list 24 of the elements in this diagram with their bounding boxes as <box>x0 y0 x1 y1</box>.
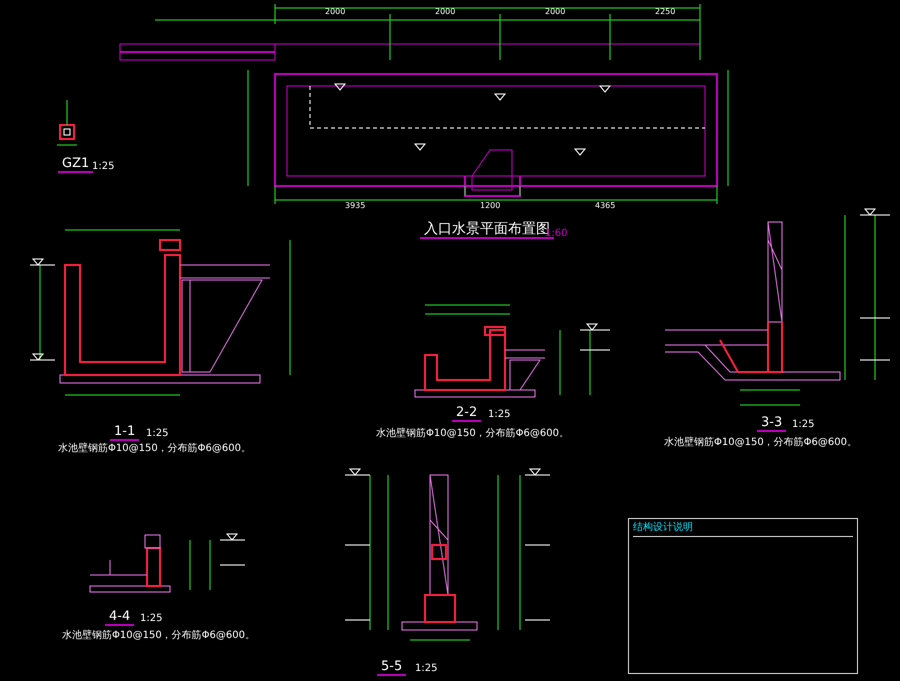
dimension-value: 1200 <box>480 202 500 211</box>
scale-label: 1:25 <box>488 409 510 420</box>
view-title: 1-1 <box>110 425 140 442</box>
view-title: 2-2 <box>452 406 482 422</box>
view-title: GZ1 <box>58 157 94 174</box>
scale-label: 1:25 <box>415 663 438 674</box>
dimension-value: 2000 <box>325 8 346 17</box>
notes-heading: 结构设计说明 <box>633 522 853 537</box>
scale-label: 1:25 <box>146 428 168 439</box>
reinforcement-note: 水池壁钢筋Φ10@150，分布筋Φ6@600。 <box>62 630 256 641</box>
reinforcement-note: 水池壁钢筋Φ10@150，分布筋Φ6@600。 <box>664 437 858 448</box>
view-title: 3-3 <box>757 416 786 432</box>
dimension-value: 2000 <box>435 8 456 17</box>
scale-label: 1:25 <box>792 419 814 430</box>
scale-label: 1:25 <box>140 613 162 624</box>
view-title: 4-4 <box>105 610 134 626</box>
dimension-value: 3935 <box>345 202 366 211</box>
scale-label: 1:25 <box>92 161 114 172</box>
reinforcement-note: 水池壁钢筋Φ10@150，分布筋Φ6@600。 <box>58 443 252 454</box>
view-title: 5-5 <box>377 660 406 676</box>
dimension-value: 4365 <box>595 202 616 211</box>
dimension-value: 2250 <box>655 8 676 17</box>
dimension-value: 2000 <box>545 8 566 17</box>
reinforcement-note: 水池壁钢筋Φ10@150，分布筋Φ6@600。 <box>376 428 570 439</box>
